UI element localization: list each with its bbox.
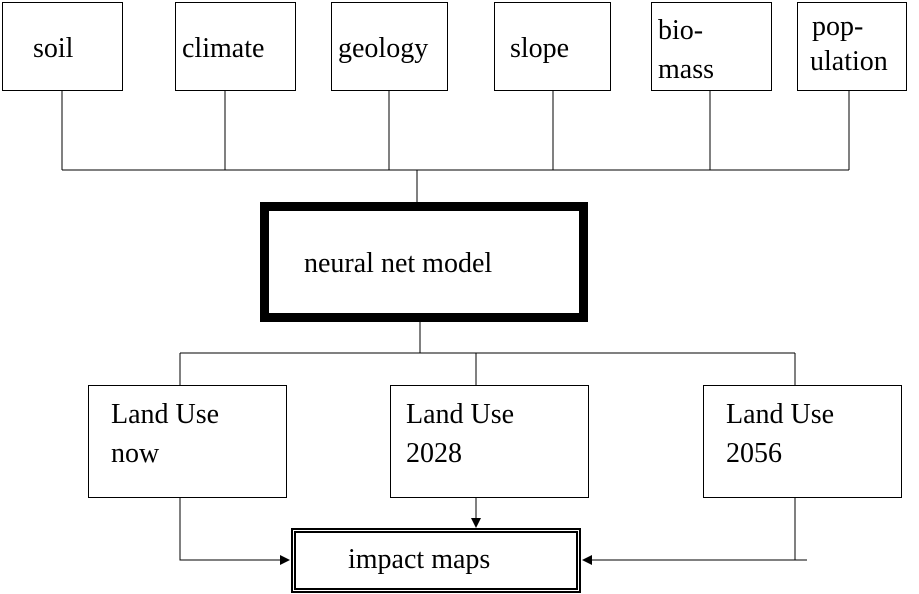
geology-box bbox=[331, 2, 448, 91]
arrow-now-to-impact bbox=[179, 497, 290, 565]
biomass-label-line1: bio- bbox=[658, 15, 704, 46]
land-use-now-box bbox=[88, 385, 287, 498]
land-use-now-line1: Land Use bbox=[111, 399, 220, 430]
land-use-2056-line1: Land Use bbox=[726, 399, 835, 430]
land-use-2056-box bbox=[703, 385, 902, 498]
climate-label: climate bbox=[182, 33, 265, 64]
population-label-line2: ulation bbox=[810, 46, 888, 77]
impact-maps-label: impact maps bbox=[348, 544, 491, 575]
population-label-line1: pop- bbox=[812, 11, 864, 42]
neural-net-model-box bbox=[260, 202, 588, 322]
soil-label: soil bbox=[33, 33, 74, 64]
slope-box bbox=[494, 2, 611, 91]
arrow-2056-to-impact bbox=[794, 497, 807, 561]
slope-label: slope bbox=[510, 33, 570, 64]
land-use-now-line2: now bbox=[111, 438, 160, 469]
soil-box bbox=[2, 2, 123, 91]
biomass-label-line2: mass bbox=[658, 54, 714, 85]
impact-maps-box bbox=[291, 528, 581, 593]
geology-label: geology bbox=[338, 33, 429, 64]
land-use-2028-box bbox=[390, 385, 589, 498]
biomass-box bbox=[651, 2, 772, 91]
population-box bbox=[797, 2, 907, 91]
land-use-2056-line2: 2056 bbox=[726, 438, 782, 469]
land-use-2028-line1: Land Use bbox=[406, 399, 515, 430]
model-label: neural net model bbox=[304, 248, 493, 279]
land-use-2028-line2: 2028 bbox=[406, 438, 462, 469]
climate-box bbox=[175, 2, 296, 91]
